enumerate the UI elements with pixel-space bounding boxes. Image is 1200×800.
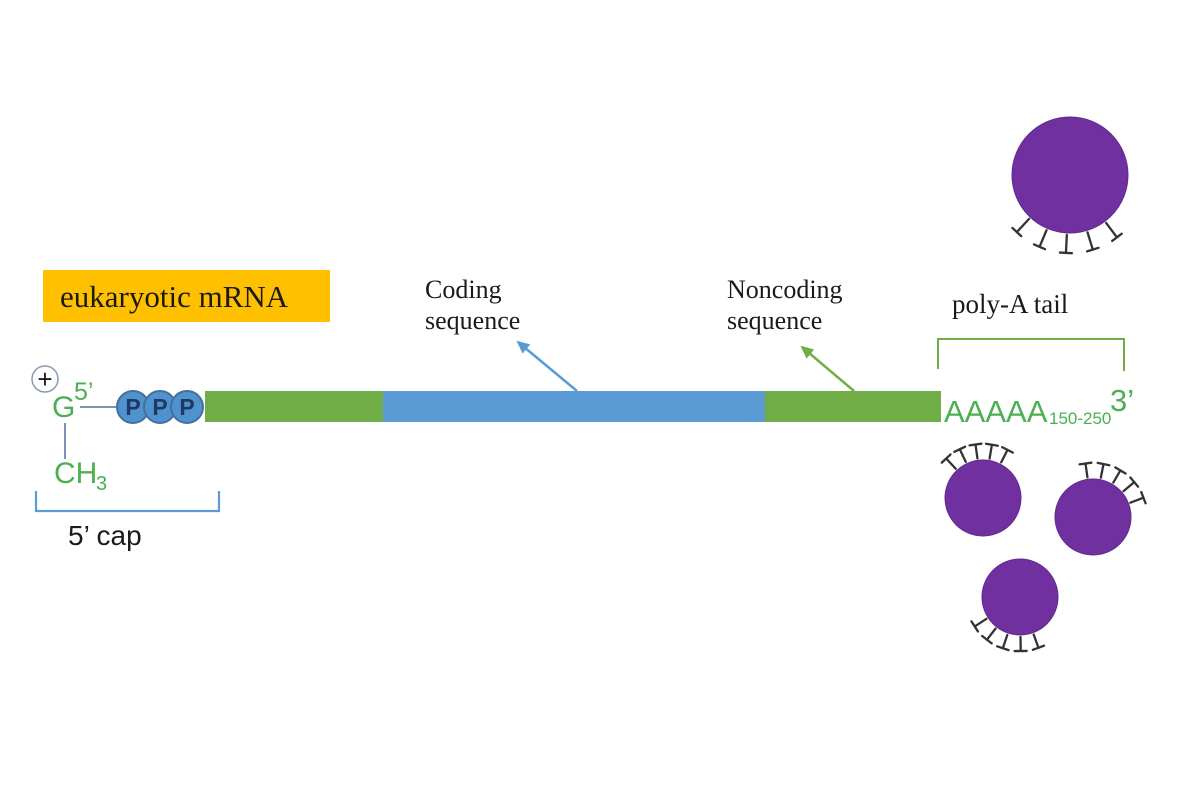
ribosome-tick-cap: [1140, 490, 1147, 505]
title-label: eukaryotic mRNA: [60, 279, 289, 314]
polya-bracket: [937, 338, 1125, 371]
ribosome-tick-cap: [1032, 243, 1047, 251]
ribosome-tick: [1015, 217, 1031, 234]
polya-sequence: AAAAA: [944, 394, 1048, 429]
ribosome-circle: [981, 558, 1059, 636]
coding-label-line1: Coding: [425, 275, 502, 304]
methyl-label: CH: [54, 457, 97, 490]
ribosome-tick: [1129, 496, 1145, 504]
ribosome-tick: [1084, 462, 1089, 479]
ribosome-tick-cap: [970, 620, 980, 633]
mrna-bar-left-green: [205, 391, 383, 422]
three-prime-label: 3’: [1110, 383, 1134, 418]
ribosome-tick: [988, 443, 994, 460]
ribosomes-group: [940, 116, 1147, 653]
ribosome-tick: [1000, 448, 1009, 464]
five-prime-label: 5’: [74, 378, 93, 406]
noncoding-arrow: [800, 345, 855, 392]
ribosome-tick-cap: [984, 442, 999, 447]
plus-sign: +: [37, 364, 52, 394]
ribosome-tick: [1086, 231, 1094, 251]
ribosome-tick: [1038, 229, 1048, 248]
ribosome-tick: [1112, 469, 1122, 484]
coding-label-line2: sequence: [425, 306, 520, 335]
ribosome-tick-cap: [1110, 232, 1123, 243]
mrna-bar-right-green: [765, 391, 941, 422]
ribosome-tick: [973, 617, 988, 628]
ribosome-tick-cap: [1085, 246, 1100, 253]
ribosome-tick: [1099, 462, 1105, 479]
ribosome-tick-cap: [1129, 476, 1140, 488]
ribosome-tick-cap: [1058, 251, 1074, 255]
ribosome-tick-cap: [981, 634, 993, 645]
ribosome-tick: [974, 443, 979, 460]
ribosome-tick-cap: [968, 442, 983, 447]
phosphate-letter-3: P: [179, 394, 194, 420]
ribosome-tick: [985, 627, 997, 641]
plus-circle: [31, 365, 59, 393]
ribosome-tick-cap: [1001, 446, 1015, 454]
noncoding-label-line2: sequence: [727, 306, 822, 335]
ribosome-tick: [945, 457, 957, 470]
ribosome-circle: [944, 459, 1022, 537]
ribosome-tick: [958, 448, 967, 464]
cap-bracket: [34, 491, 221, 513]
ribosome-tick-cap: [1114, 466, 1127, 475]
ribosome-tick-cap: [1011, 226, 1023, 238]
coding-arrow: [516, 340, 578, 392]
ribosome-tick-cap: [1031, 644, 1046, 651]
ribosome-tick-cap: [1096, 461, 1111, 467]
ribosome-tick-cap: [1078, 461, 1093, 466]
ribosome-tick: [1064, 233, 1069, 255]
phosphate-letter-1: P: [125, 394, 140, 420]
ribosome-tick: [1032, 633, 1040, 649]
title-box: [43, 270, 330, 322]
ribosome-tick: [1001, 633, 1009, 650]
polya-label: poly-A tail: [952, 289, 1068, 319]
phosphate-circle-3: [170, 390, 204, 424]
methyl-subscript: 3: [96, 473, 107, 495]
polya-subscript: 150-250: [1049, 409, 1111, 428]
g-nucleotide-label: G: [52, 391, 75, 424]
cap-label: 5’ cap: [68, 520, 142, 551]
ribosome-tick-cap: [953, 445, 967, 453]
phosphate-letter-2: P: [152, 394, 167, 420]
ribosome-tick-cap: [940, 453, 952, 464]
ribosome-circle: [1054, 478, 1132, 556]
noncoding-label-line1: Noncoding: [727, 275, 843, 304]
ribosome-tick: [1122, 480, 1136, 493]
ribosome-tick-cap: [996, 645, 1010, 652]
ribosome-tick: [1104, 221, 1119, 239]
ribosome-circle: [1011, 116, 1129, 234]
mrna-bar-coding-blue: [383, 391, 765, 422]
